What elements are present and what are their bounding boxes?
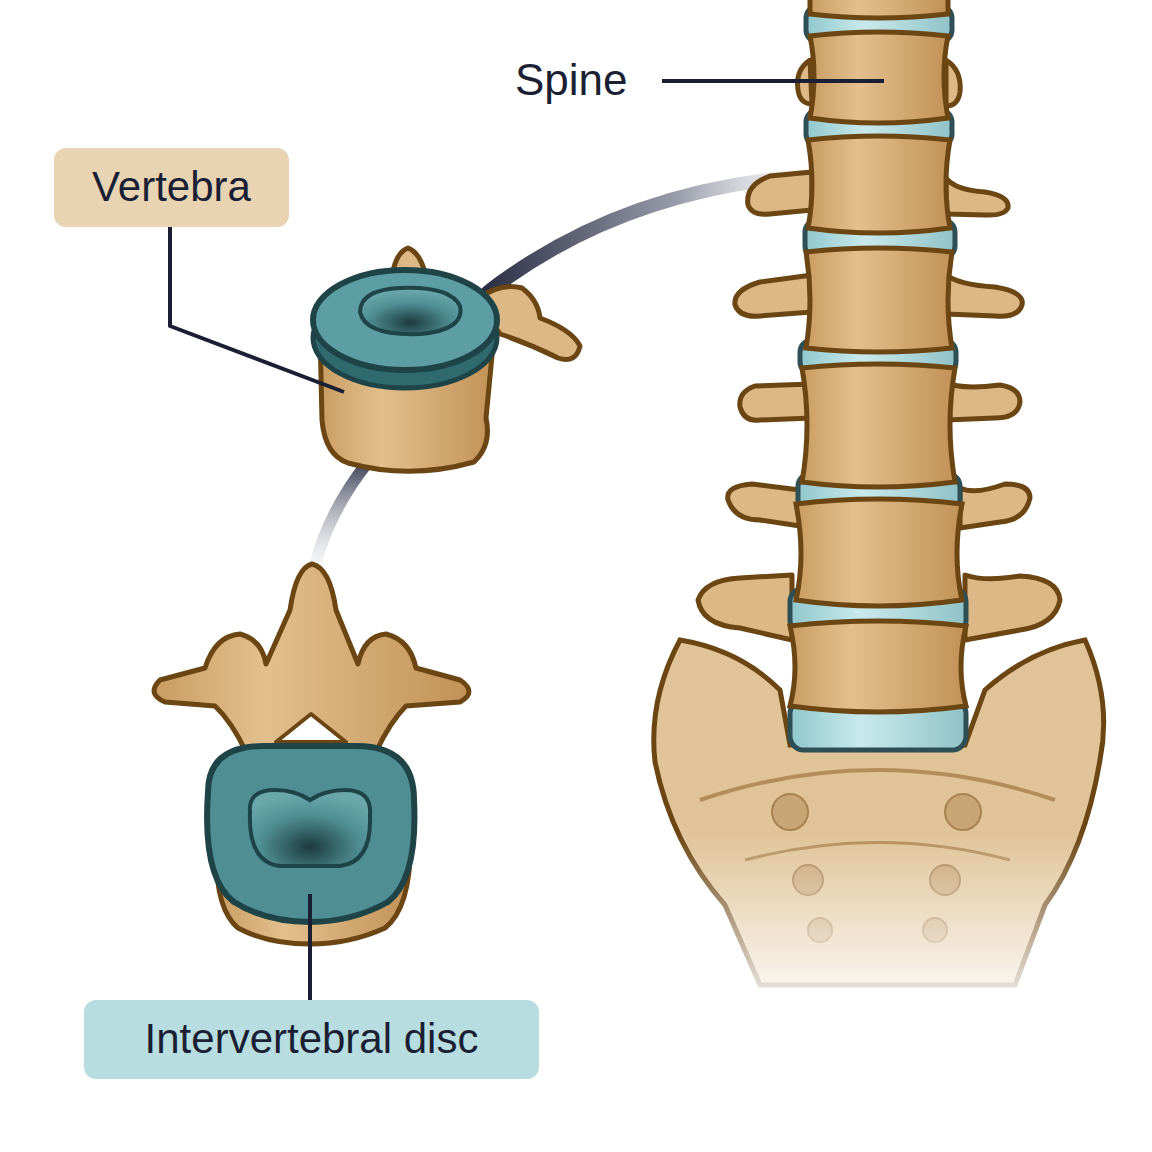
sacral-foramen [923, 918, 947, 942]
column-discs [790, 6, 966, 750]
sacral-foramen [945, 794, 981, 830]
transverse-processes [698, 60, 1060, 640]
transverse-process [735, 275, 812, 316]
zoom-arc [316, 462, 368, 562]
sacral-foramen [808, 918, 832, 942]
transverse-process [728, 484, 800, 526]
transverse-process [748, 172, 812, 214]
column-vertebra [790, 621, 966, 712]
leader-line [308, 894, 312, 1000]
vertebral-arch [154, 564, 469, 752]
column-vertebra [796, 499, 962, 606]
column-vertebra [810, 32, 948, 123]
leader-line [170, 227, 344, 392]
column-vertebra [808, 136, 950, 233]
sacrum-ridge [745, 843, 1010, 861]
label-box: Vertebra [54, 148, 289, 227]
label-box: Intervertebral disc [84, 1000, 539, 1079]
sacral-foramen [930, 865, 960, 895]
sacrum-ridge [700, 770, 1055, 800]
transverse-process [960, 484, 1030, 528]
label-text: Intervertebral disc [145, 1016, 479, 1062]
column-vertebra [802, 364, 955, 487]
transverse-process [740, 384, 812, 420]
transverse-process [946, 275, 1022, 316]
nucleus [250, 790, 370, 866]
transverse-process [946, 178, 1008, 215]
transverse-process [946, 382, 1020, 420]
column-vertebrae [790, 0, 966, 712]
nucleus [360, 288, 461, 334]
leader-line [662, 79, 884, 83]
facet [946, 60, 960, 106]
vertebral-foramen [276, 714, 346, 742]
sacral-foramen [772, 794, 808, 830]
column-vertebra [806, 248, 952, 352]
transverse-process [698, 575, 792, 640]
sacral-foramen [793, 865, 823, 895]
column-vertebra [810, 0, 948, 18]
part-label: Spine [515, 52, 628, 108]
label-text: Vertebra [92, 164, 251, 210]
disc-top [313, 270, 497, 370]
transverse-process [965, 575, 1060, 640]
